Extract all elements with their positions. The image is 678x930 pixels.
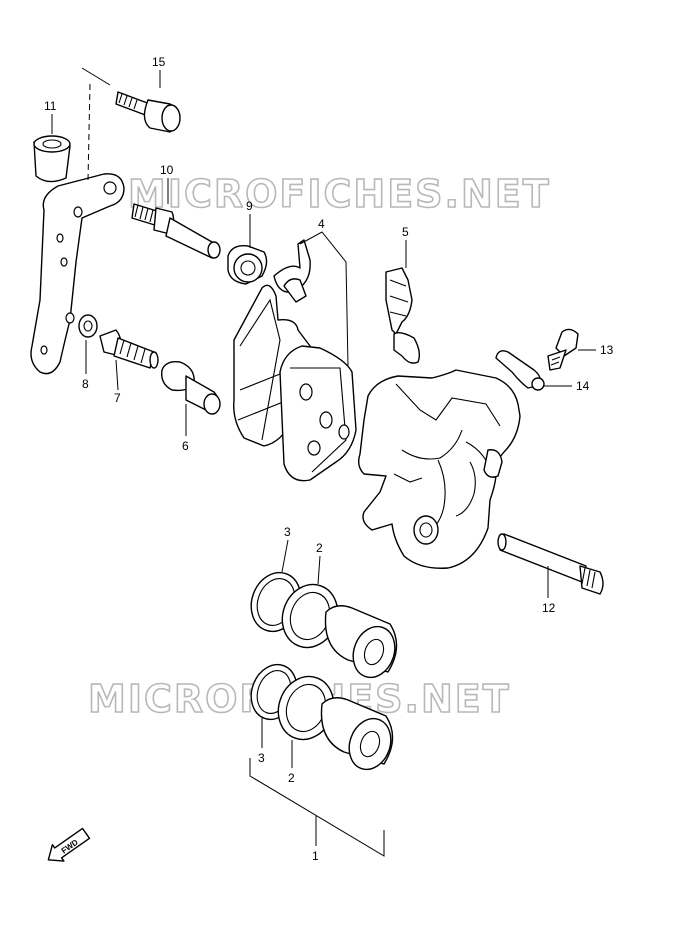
callout-8: 8 (82, 377, 89, 391)
piston-lower (320, 697, 394, 771)
fwd-arrow-icon: FWD (47, 827, 91, 862)
part-14-cap (495, 350, 545, 391)
watermark-top: MICROFICHES.NET (128, 172, 551, 216)
callout-3-lower: 3 (258, 751, 265, 765)
lead-2-upper (317, 555, 321, 585)
part-9-boot (227, 245, 268, 285)
alignment-line-top (81, 67, 111, 86)
callout-10: 10 (160, 163, 174, 177)
callout-13: 13 (600, 343, 614, 357)
callout-11: 11 (44, 99, 57, 113)
callout-12: 12 (542, 601, 556, 615)
callout-2-lower: 2 (288, 771, 295, 785)
callout-15: 15 (152, 55, 166, 69)
callout-4: 4 (318, 217, 325, 231)
bracket-lead-4 (299, 231, 349, 367)
callout-2-upper: 2 (316, 541, 323, 555)
callout-5: 5 (402, 225, 409, 239)
caliper-bracket (30, 173, 125, 375)
part-7-pin-bolt (99, 329, 159, 369)
lead-3-upper (281, 539, 289, 573)
part-5-pad-spring (385, 267, 421, 364)
part-13-bleeder (547, 328, 579, 371)
callout-6: 6 (182, 439, 189, 453)
callout-7: 7 (114, 391, 121, 405)
alignment-dashed (87, 83, 91, 181)
piston-upper (324, 605, 398, 679)
part-6-pin (161, 360, 221, 415)
part-12-pin (497, 533, 604, 595)
callout-9: 9 (246, 199, 253, 213)
callout-1: 1 (312, 849, 319, 863)
lead-7 (115, 359, 119, 391)
caliper-body (357, 369, 521, 569)
part-15-bolt (115, 91, 181, 133)
part-2-dust-seal-upper (281, 583, 339, 649)
part-8-washer (78, 314, 98, 338)
part-11-collar (33, 135, 71, 183)
part-4-brake-pads (233, 239, 357, 482)
callout-14: 14 (576, 379, 590, 393)
part-10-slide-pin (131, 203, 221, 259)
bracket-lead-1 (249, 758, 385, 857)
callout-3-upper: 3 (284, 525, 291, 539)
